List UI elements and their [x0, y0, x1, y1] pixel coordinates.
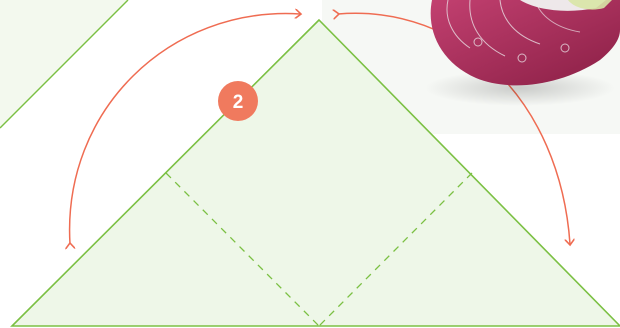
step-number: 2	[233, 92, 244, 113]
folded-cloth-photo	[425, 0, 620, 106]
step-badge: 2	[218, 81, 258, 121]
